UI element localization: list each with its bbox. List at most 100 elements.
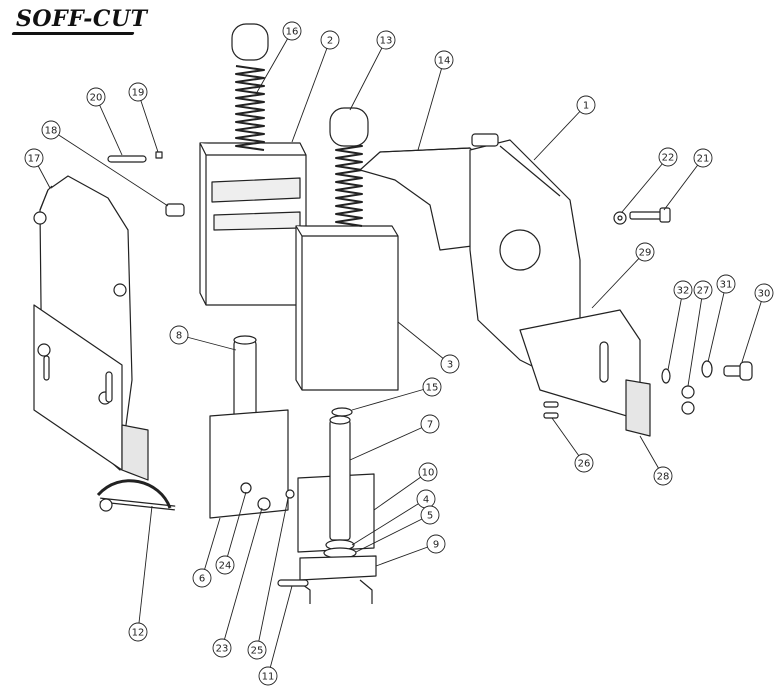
part-12-lock-pin	[96, 479, 176, 512]
leader-line	[355, 514, 431, 553]
callout-22: 22	[621, 147, 678, 213]
callout-number: 3	[447, 360, 453, 371]
callout-24: 24	[215, 491, 247, 575]
callout-number: 26	[578, 459, 591, 470]
callout-1: 1	[533, 95, 596, 161]
part-13-spring	[329, 107, 369, 227]
callout-14: 14	[417, 50, 454, 151]
part-9-block	[295, 555, 377, 604]
callout-balloon	[192, 568, 212, 588]
leader-line	[137, 91, 159, 153]
part-24-fastener	[240, 482, 252, 494]
callout-layer: 1234567891011121314151617181920212223242…	[24, 21, 774, 686]
callout-balloon	[635, 242, 655, 262]
callout-number: 9	[433, 540, 439, 551]
callout-balloon	[420, 505, 440, 525]
callout-balloon	[212, 638, 232, 658]
callout-balloon	[440, 354, 460, 374]
leader-line	[349, 423, 431, 461]
callout-2: 2	[291, 30, 340, 143]
callout-27: 27	[687, 280, 713, 387]
callout-31: 31	[707, 274, 736, 363]
callout-balloon	[420, 414, 440, 434]
callout-balloon	[282, 21, 302, 41]
leader-line	[533, 104, 587, 161]
leader-line	[50, 129, 169, 207]
callout-29: 29	[591, 242, 655, 309]
part-19-clip	[155, 151, 163, 159]
leader-line	[417, 59, 445, 151]
callout-number: 23	[216, 644, 229, 655]
callout-number: 21	[697, 154, 710, 165]
callout-balloon	[41, 120, 61, 140]
leader-line	[351, 498, 427, 546]
leader-line	[663, 157, 704, 211]
part-28-clip	[625, 379, 651, 437]
callout-number: 13	[380, 36, 393, 47]
callout-3: 3	[397, 321, 460, 374]
callout-26: 26	[551, 417, 594, 473]
callout-23: 23	[212, 507, 263, 658]
callout-8: 8	[169, 325, 237, 351]
leader-line	[373, 471, 429, 511]
part-29-plate	[519, 309, 641, 421]
callout-13: 13	[349, 30, 396, 111]
callout-number: 11	[262, 672, 275, 683]
callout-12: 12	[128, 505, 153, 642]
logo-text: SOFF-CUT	[16, 6, 148, 32]
callout-number: 22	[662, 153, 675, 164]
leader-line	[137, 505, 153, 633]
leader-line	[224, 491, 247, 566]
callout-balloon	[128, 82, 148, 102]
callout-number: 27	[697, 286, 710, 297]
callout-number: 16	[286, 27, 299, 38]
part-11-pin	[277, 579, 309, 587]
leader-line	[741, 292, 765, 363]
callout-number: 6	[199, 574, 205, 585]
callout-21: 21	[663, 148, 713, 211]
leader-line	[707, 283, 727, 363]
callout-number: 19	[132, 88, 145, 99]
leader-line	[95, 96, 123, 156]
callout-balloon	[576, 95, 596, 115]
callout-30: 30	[741, 283, 774, 363]
callout-6: 6	[192, 517, 221, 588]
callout-balloon	[24, 148, 44, 168]
callout-number: 4	[423, 495, 429, 506]
part-23-fastener	[257, 497, 271, 511]
callout-balloon	[320, 30, 340, 50]
callout-20: 20	[86, 87, 123, 156]
part-30-bolt	[723, 361, 753, 381]
callout-number: 8	[176, 331, 182, 342]
callout-balloon	[693, 148, 713, 168]
callout-number: 12	[132, 628, 145, 639]
callout-balloon	[426, 534, 446, 554]
part-7-shaft	[329, 415, 351, 541]
callout-32: 32	[667, 280, 693, 371]
callout-balloon	[86, 87, 106, 107]
callout-number: 2	[327, 36, 333, 47]
soff-cut-logo: SOFF-CUT	[11, 6, 162, 44]
callout-balloon	[658, 147, 678, 167]
callout-number: 25	[251, 646, 264, 657]
callout-balloon	[434, 50, 454, 70]
callout-balloon	[754, 283, 774, 303]
callout-number: 14	[438, 56, 451, 67]
callout-number: 28	[657, 472, 670, 483]
leader-line	[256, 497, 289, 651]
callout-9: 9	[375, 534, 446, 567]
callout-number: 18	[45, 126, 58, 137]
callout-25: 25	[247, 497, 289, 660]
part-6-cover-plate	[209, 409, 289, 519]
callout-balloon	[673, 280, 693, 300]
part-3-housing-block	[295, 225, 399, 391]
part-15-o-ring	[331, 407, 353, 417]
callout-number: 15	[426, 383, 439, 394]
callout-balloon	[258, 666, 278, 686]
callout-number: 10	[422, 468, 435, 479]
callout-15: 15	[351, 377, 442, 411]
callout-balloon	[716, 274, 736, 294]
part-16-spring	[231, 23, 269, 151]
callout-number: 17	[28, 154, 41, 165]
